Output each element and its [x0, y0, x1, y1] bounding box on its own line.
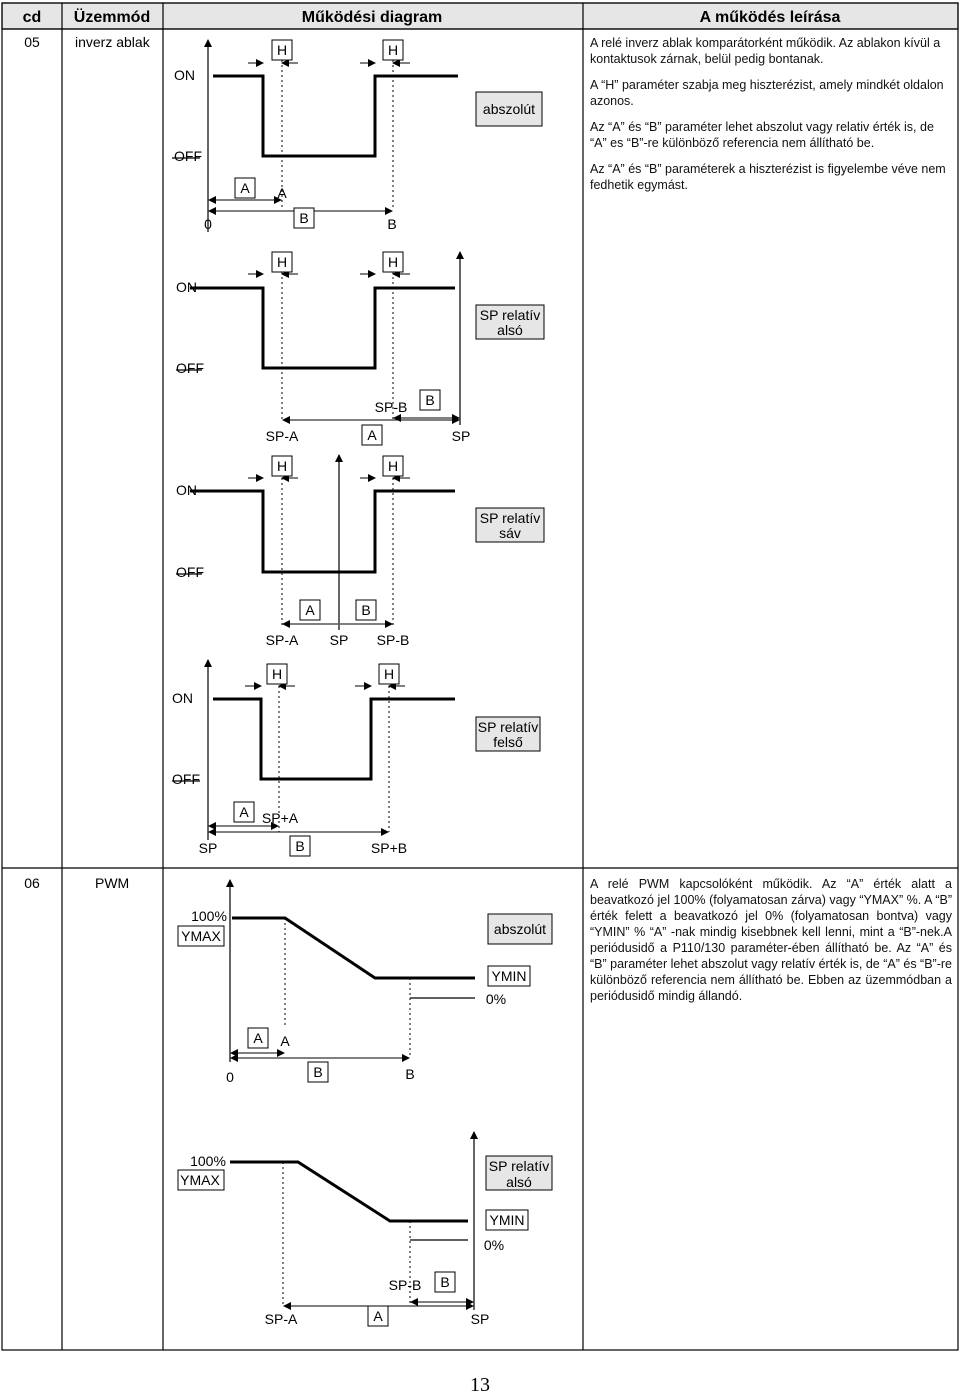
a-label: A: [240, 180, 250, 196]
a-label: A: [239, 804, 249, 820]
absolute-badge: abszolút: [483, 101, 535, 117]
sp-minus-a-label: SP-A: [265, 1311, 298, 1327]
a-label: A: [253, 1030, 263, 1046]
header-description: A működés leírása: [700, 9, 841, 26]
row-06-mode: PWM: [95, 875, 129, 891]
sp-label: SP: [471, 1311, 490, 1327]
b-label: B: [313, 1064, 322, 1080]
absolute-badge: abszolút: [494, 921, 546, 937]
sp-minus-b-label: SP-B: [375, 399, 408, 415]
header-cd: cd: [23, 9, 42, 26]
h-label: H: [388, 42, 398, 58]
sp-label: SP: [199, 840, 218, 856]
diagram-inverse-window-sp-lower: H H ON OFF SP-B B SP-A A SP SP relatív a…: [176, 251, 545, 446]
header-diagram: Működési diagram: [302, 9, 442, 26]
row-06-description: A relé PWM kapcsolóként működik. Az “A” …: [590, 876, 952, 1014]
a-label: A: [367, 427, 377, 443]
sp-minus-b-label: SP-B: [389, 1277, 422, 1293]
ymax-label: YMAX: [181, 928, 221, 944]
b-label: B: [299, 210, 308, 226]
sp-plus-b-label: SP+B: [371, 840, 407, 856]
sp-lower-label: alsó: [497, 322, 523, 338]
b-label: B: [295, 838, 304, 854]
sp-plus-a-label: SP+A: [262, 810, 299, 826]
pct100-label: 100%: [190, 1153, 226, 1169]
row-05-description: A relé inverz ablak komparátorként működ…: [590, 35, 952, 203]
diagram-inverse-window-absolute: H H ON OFF A A B B 0 abszolút: [172, 39, 543, 232]
description-paragraph: Az “A” és “B” paraméterek a hiszterézist…: [590, 162, 946, 192]
off-label: OFF: [176, 564, 204, 580]
header-mode: Üzemmód: [74, 7, 150, 26]
off-label: OFF: [176, 360, 204, 376]
diagram-pwm-absolute: 100% YMAX YMIN 0% A A 0 B B abszolút: [177, 879, 553, 1085]
on-label: ON: [172, 690, 193, 706]
off-label: OFF: [172, 771, 200, 787]
sp-label: SP: [452, 428, 471, 444]
b-label: B: [405, 1066, 414, 1082]
sp-minus-a-label: SP-A: [266, 632, 299, 648]
b-label: B: [440, 1274, 449, 1290]
sp-band-label: sáv: [499, 525, 521, 541]
h-label: H: [388, 458, 398, 474]
h-label: H: [277, 254, 287, 270]
sp-upper-label: felső: [493, 734, 523, 750]
a-label: A: [305, 602, 315, 618]
table-grid: [1, 2, 959, 1351]
sp-relative-label: SP relatív: [478, 719, 538, 735]
a-label: A: [280, 1033, 290, 1049]
sp-minus-b-label: SP-B: [377, 632, 410, 648]
description-paragraph: Az “A” és “B” paraméter lehet abszolut v…: [590, 120, 934, 150]
description-paragraph: A “H” paraméter szabja meg hiszterézist,…: [590, 78, 944, 108]
pct0-label: 0%: [486, 991, 506, 1007]
sp-relative-label: SP relatív: [480, 307, 540, 323]
pct0-label: 0%: [484, 1237, 504, 1253]
row-05-cd: 05: [24, 34, 40, 50]
a-label: A: [277, 185, 287, 201]
on-label: ON: [176, 279, 197, 295]
sp-relative-label: SP relatív: [480, 510, 540, 526]
page-number: 13: [470, 1374, 490, 1396]
pct100-label: 100%: [191, 908, 227, 924]
b-label: B: [425, 392, 434, 408]
ymin-label: YMIN: [490, 1212, 525, 1228]
b-label: B: [387, 216, 396, 232]
zero-label: 0: [226, 1069, 234, 1085]
ymax-label: YMAX: [180, 1172, 220, 1188]
sp-relative-label: SP relatív: [489, 1158, 549, 1174]
ymin-label: YMIN: [492, 968, 527, 984]
row-06-cd: 06: [24, 875, 40, 891]
row-05-mode: inverz ablak: [75, 34, 151, 50]
on-label: ON: [174, 67, 195, 83]
sp-lower-label: alsó: [506, 1174, 532, 1190]
h-label: H: [388, 254, 398, 270]
sp-minus-a-label: SP-A: [266, 428, 299, 444]
on-label: ON: [176, 482, 197, 498]
description-paragraph: A relé PWM kapcsolóként működik. Az “A” …: [590, 877, 952, 1003]
h-label: H: [384, 666, 394, 682]
h-label: H: [277, 458, 287, 474]
diagram-inverse-window-sp-upper: H H ON OFF A SP+A SP B SP+B SP relatív f…: [172, 659, 541, 857]
sp-label: SP: [330, 632, 349, 648]
description-paragraph: A relé inverz ablak komparátorként működ…: [590, 36, 941, 66]
diagram-inverse-window-sp-band: H H ON OFF A B SP-A SP SP-B SP relatív s…: [176, 454, 545, 648]
h-label: H: [277, 42, 287, 58]
a-label: A: [373, 1308, 383, 1324]
diagram-pwm-sp-lower: 100% YMAX YMIN 0% SP-B B SP-A A SP SP re…: [177, 1131, 553, 1327]
zero-label: 0: [204, 216, 212, 232]
h-label: H: [272, 666, 282, 682]
b-label: B: [361, 602, 370, 618]
off-label: OFF: [174, 148, 202, 164]
